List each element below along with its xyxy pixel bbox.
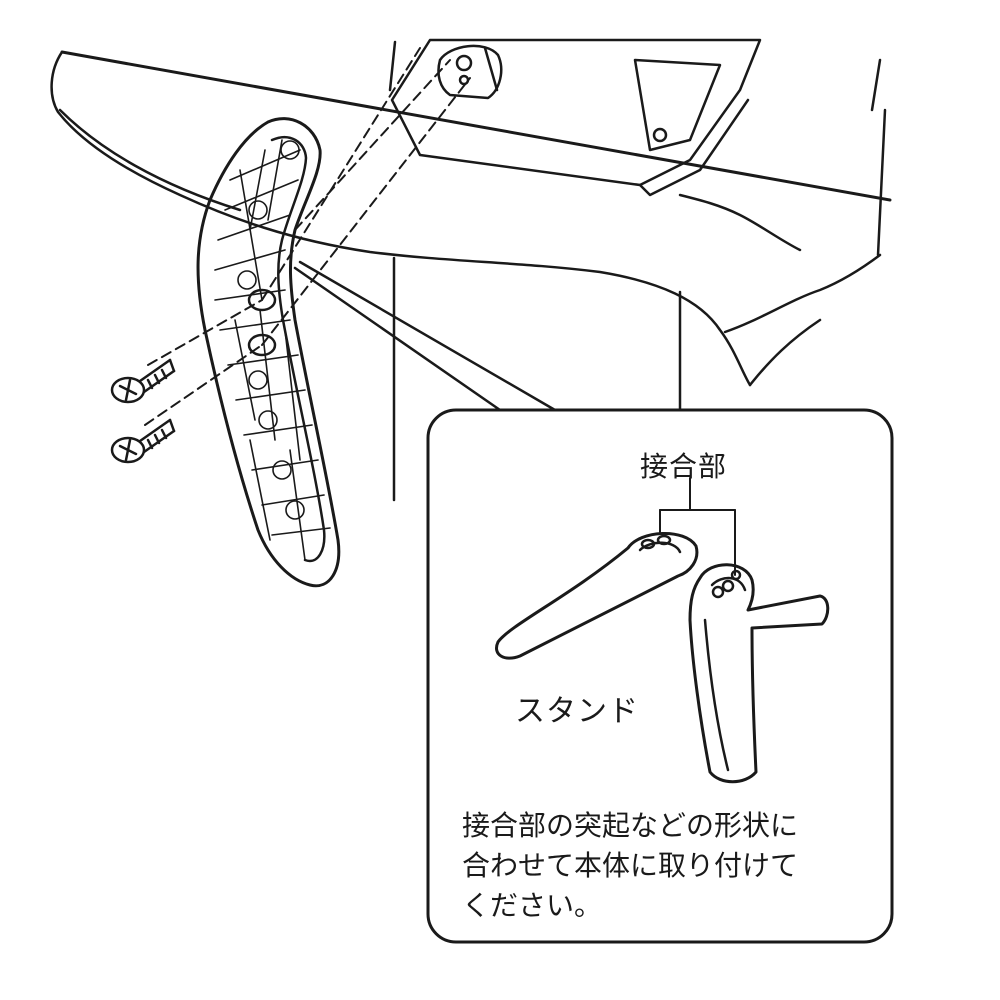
tv-body bbox=[50, 38, 892, 502]
stand-part-right bbox=[688, 563, 830, 784]
instruction-line-1: 接合部の突起などの形状に bbox=[462, 809, 799, 842]
stand-label: スタンド bbox=[515, 694, 639, 729]
stand-leg bbox=[196, 117, 341, 588]
screw-upper bbox=[110, 358, 176, 404]
leg-lattice bbox=[214, 139, 331, 561]
instruction-line-2: 合わせて本体に取り付けて bbox=[462, 849, 799, 882]
alignment-lines bbox=[144, 47, 471, 426]
instruction-text: 接合部の突起などの形状に 合わせて本体に取り付けて ください。 bbox=[462, 806, 882, 926]
instruction-line-3: ください。 bbox=[462, 889, 603, 922]
joint-leader bbox=[659, 477, 736, 576]
joint-label: 接合部 bbox=[640, 450, 728, 483]
stand-part-left bbox=[495, 532, 699, 660]
screw-lower bbox=[110, 418, 176, 464]
callout-leaders bbox=[293, 260, 557, 412]
callout-box bbox=[426, 408, 894, 944]
